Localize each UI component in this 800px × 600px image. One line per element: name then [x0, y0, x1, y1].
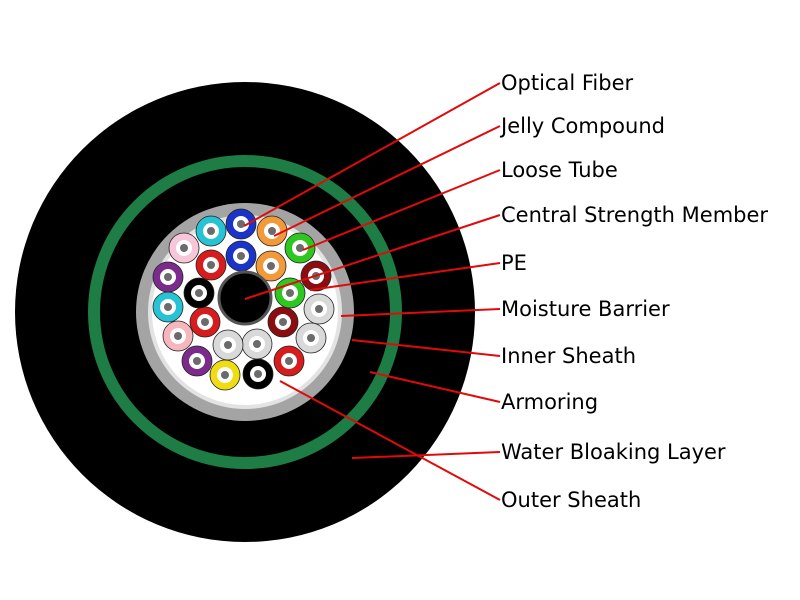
- leader-line: [273, 125, 501, 237]
- label-loose-tube: Loose Tube: [501, 158, 618, 182]
- optical-fiber-bundle: [207, 227, 215, 235]
- loose-tube: [162, 320, 194, 352]
- optical-fiber-bundle: [254, 370, 262, 378]
- loose-tube: [189, 306, 221, 338]
- optical-fiber-bundle: [201, 318, 209, 326]
- loose-tube: [152, 261, 184, 293]
- loose-tube: [212, 329, 244, 361]
- label-water-bloaking-layer: Water Bloaking Layer: [501, 440, 726, 464]
- label-optical-fiber: Optical Fiber: [501, 71, 634, 95]
- optical-fiber-bundle: [180, 244, 188, 252]
- label-armoring: Armoring: [501, 390, 599, 414]
- optical-fiber-bundle: [193, 357, 201, 365]
- leader-lines: [243, 82, 501, 501]
- optical-fiber-bundle: [296, 244, 304, 252]
- optical-fiber-bundle: [286, 289, 294, 297]
- loose-tube: [284, 232, 316, 264]
- optical-fiber-bundle: [164, 303, 172, 311]
- optical-fiber-bundle: [253, 340, 261, 348]
- optical-fiber-bundle: [221, 371, 229, 379]
- loose-tube: [273, 345, 305, 377]
- label-central-strength-member: Central Strength Member: [501, 203, 769, 227]
- leader-line: [302, 169, 501, 251]
- loose-tube: [303, 293, 335, 325]
- loose-tube: [195, 249, 227, 281]
- optical-fiber-bundle: [279, 318, 287, 326]
- leader-line: [340, 308, 501, 317]
- leader-line: [243, 82, 501, 227]
- optical-fiber-bundle: [268, 227, 276, 235]
- optical-fiber-bundle: [174, 332, 182, 340]
- loose-tube: [267, 306, 299, 338]
- optical-fiber-bundle: [207, 261, 215, 269]
- loose-tubes: [152, 208, 335, 391]
- optical-fiber-bundle: [237, 252, 245, 260]
- loose-tube: [241, 328, 273, 360]
- armoring-ring: [88, 155, 402, 469]
- leader-line: [309, 262, 501, 291]
- leader-line: [279, 380, 501, 501]
- loose-tube: [274, 277, 306, 309]
- leader-line: [351, 339, 501, 357]
- loose-tube: [256, 215, 288, 247]
- optical-fiber-bundle: [267, 262, 275, 270]
- leader-line: [369, 371, 501, 403]
- loose-tube: [183, 277, 215, 309]
- optical-fiber-bundle: [237, 220, 245, 228]
- label-inner-sheath: Inner Sheath: [501, 344, 637, 368]
- loose-tube: [225, 240, 257, 272]
- loose-tube: [242, 358, 274, 390]
- optical-fiber-bundle: [285, 357, 293, 365]
- optical-fiber-bundle: [307, 334, 315, 342]
- optical-fiber-bundle: [195, 289, 203, 297]
- loose-tube: [195, 215, 227, 247]
- loose-tube: [295, 322, 327, 354]
- label-moisture-barrier: Moisture Barrier: [501, 297, 670, 321]
- loose-tube: [225, 208, 257, 240]
- loose-tube: [168, 232, 200, 264]
- label-jelly-compound: Jelly Compound: [501, 114, 665, 138]
- loose-tube: [181, 345, 213, 377]
- loose-tube: [255, 250, 287, 282]
- loose-tube: [209, 359, 241, 391]
- optical-fiber-bundle: [164, 273, 172, 281]
- label-pe: PE: [501, 251, 527, 275]
- optical-fiber-bundle: [224, 341, 232, 349]
- optical-fiber-bundle: [315, 305, 323, 313]
- leader-line: [244, 214, 501, 300]
- label-outer-sheath: Outer Sheath: [501, 488, 642, 512]
- loose-tube: [152, 291, 184, 323]
- leader-line: [351, 451, 501, 459]
